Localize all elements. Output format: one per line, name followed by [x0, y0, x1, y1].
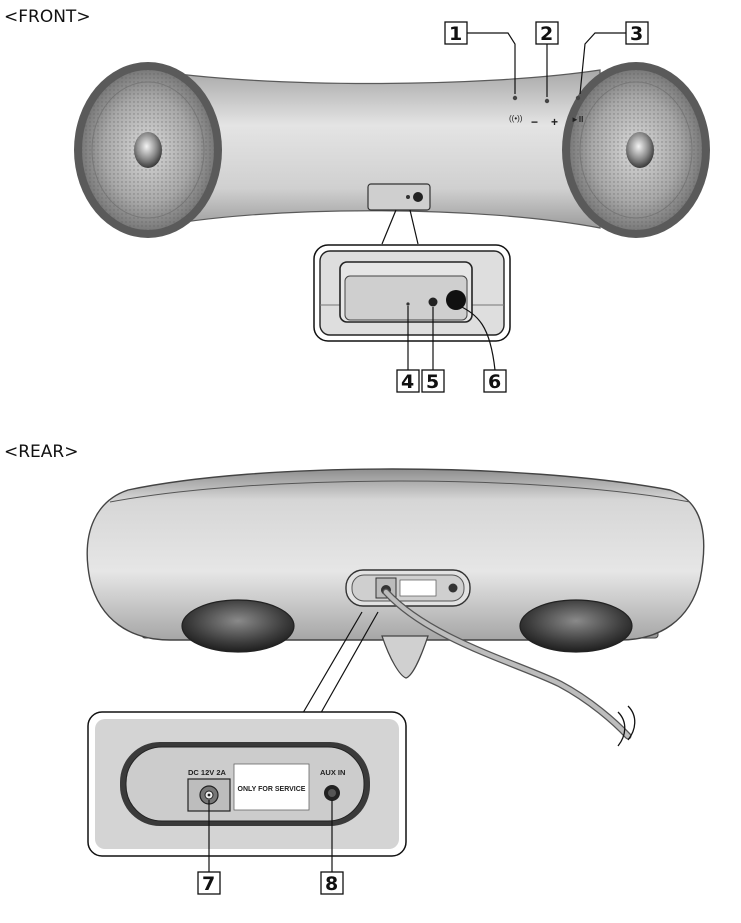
service-label: ONLY FOR SERVICE: [238, 786, 306, 793]
svg-text:1: 1: [449, 23, 462, 45]
aux-in-label: AUX IN: [320, 768, 345, 777]
volume-down-icon: −: [531, 115, 538, 129]
usb-jack[interactable]: [446, 290, 466, 310]
left-speaker-grill: [74, 62, 222, 238]
power-cable: [383, 589, 631, 739]
callout-5: 5: [421, 307, 445, 393]
play-pause-icon: ►II: [571, 115, 583, 124]
play-pause-button[interactable]: [575, 95, 581, 101]
service-port-cover: [233, 763, 310, 811]
callout-4: 4: [396, 306, 420, 393]
svg-text:8: 8: [325, 873, 338, 895]
left-tweeter-dome: [134, 132, 162, 168]
right-bass-port: [519, 599, 633, 653]
front-connector-zoom: [313, 244, 511, 371]
left-bass-port: [181, 599, 295, 653]
speaker-front-view: ((•)) − + ►II: [74, 62, 710, 238]
volume-up-icon: +: [551, 115, 558, 129]
rear-panel-zoom: DC 12V 2A ONLY FOR SERVICE AUX IN: [87, 711, 407, 857]
speaker-rear-view: [86, 468, 705, 747]
svg-text:2: 2: [540, 23, 553, 45]
svg-text:6: 6: [488, 371, 501, 393]
callout-3: 3: [579, 21, 649, 95]
led-indicator: [406, 302, 410, 306]
svg-text:4: 4: [401, 371, 414, 393]
front-connector-module: [367, 183, 431, 211]
right-tweeter-dome: [626, 132, 654, 168]
callout-8: 8: [320, 800, 344, 895]
right-speaker-grill: [562, 62, 710, 238]
svg-text:3: 3: [630, 23, 643, 45]
dc-input-label: DC 12V 2A: [188, 768, 227, 777]
wireless-button[interactable]: [512, 95, 518, 101]
wireless-icon: ((•)): [509, 114, 523, 123]
svg-text:5: 5: [426, 371, 439, 393]
front-section-title: <FRONT>: [4, 7, 91, 27]
svg-text:7: 7: [202, 873, 215, 895]
reset-button[interactable]: [428, 297, 438, 307]
volume-button[interactable]: [544, 98, 550, 104]
callout-1: 1: [444, 21, 516, 94]
callout-2: 2: [535, 21, 559, 97]
rear-section-title: <REAR>: [4, 442, 78, 462]
callout-6: 6: [483, 369, 507, 393]
callout-7: 7: [197, 800, 221, 895]
